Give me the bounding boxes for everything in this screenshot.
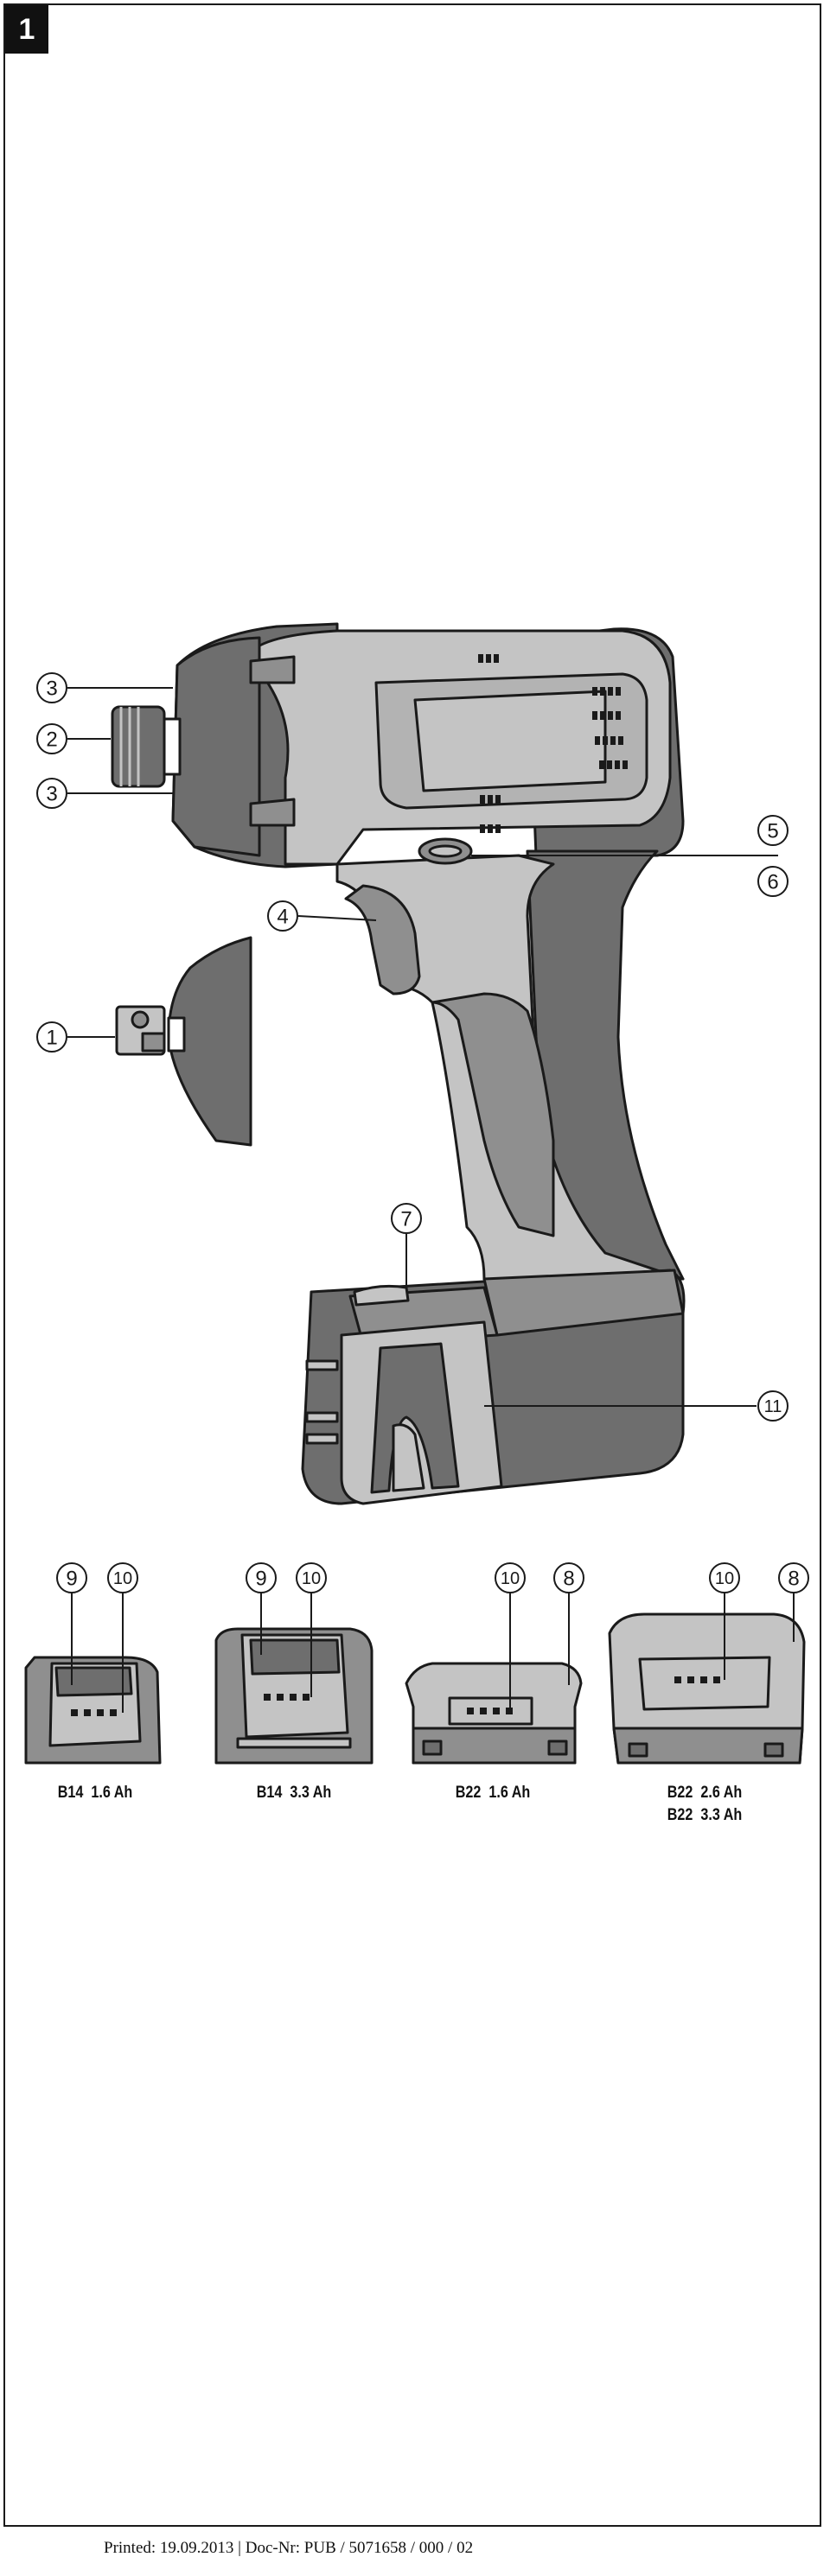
callout-3-top: 3 xyxy=(46,677,57,701)
battery-release-button xyxy=(353,1284,410,1307)
callout-1: 1 xyxy=(46,1027,57,1050)
callout-5: 5 xyxy=(767,820,778,843)
callout-10-b22-26: 10 xyxy=(715,1569,734,1588)
print-footer: Printed: 19.09.2013 | Doc-Nr: PUB / 5071… xyxy=(104,2539,474,2557)
battery-label-b14-33: B14 3.3 Ah xyxy=(256,1784,332,1802)
page-frame xyxy=(3,3,821,2527)
callout-9-b14-16: 9 xyxy=(66,1568,77,1591)
callout-6: 6 xyxy=(767,871,778,894)
callout-7: 7 xyxy=(400,1208,412,1231)
callout-10-b14-16: 10 xyxy=(113,1569,132,1588)
callout-3-bottom: 3 xyxy=(46,783,57,806)
callout-8-b22-26: 8 xyxy=(788,1568,799,1591)
callout-10-b14-33: 10 xyxy=(302,1569,321,1588)
figure-number: 1 xyxy=(5,5,48,54)
callout-10-b22-16: 10 xyxy=(501,1569,520,1588)
callout-11: 11 xyxy=(764,1397,782,1416)
square-drive-detail xyxy=(167,936,252,1147)
trigger xyxy=(344,884,421,995)
callout-9-b14-33: 9 xyxy=(255,1568,266,1591)
handle-back xyxy=(526,849,685,1281)
callout-2: 2 xyxy=(46,728,57,752)
callout-4: 4 xyxy=(277,906,288,929)
battery-label-b14-16: B14 1.6 Ah xyxy=(57,1784,133,1802)
callout-8-b22-16: 8 xyxy=(563,1568,574,1591)
battery-label-b22-16: B22 1.6 Ah xyxy=(455,1784,531,1802)
battery-label-b22-26-33: B22 2.6 Ah B22 3.3 Ah xyxy=(667,1784,743,1824)
